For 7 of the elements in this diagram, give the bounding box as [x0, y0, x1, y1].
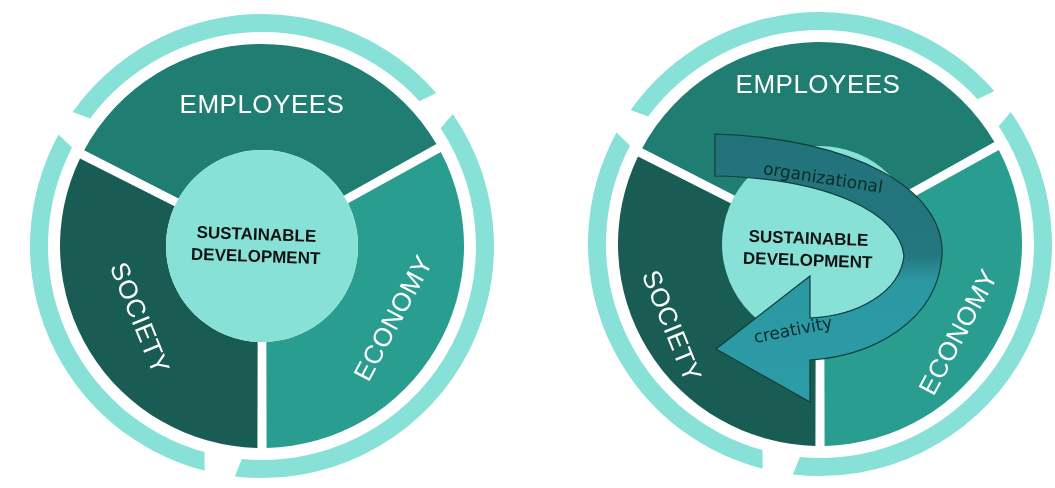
segment-label: EMPLOYEES	[735, 71, 901, 97]
segment-label: EMPLOYEES	[179, 91, 345, 117]
edge-label: organizational	[762, 160, 884, 196]
center-label: SUSTAINABLE DEVELOPMENT	[741, 225, 874, 275]
center-label: SUSTAINABLE DEVELOPMENT	[189, 221, 322, 271]
curved-arrow	[714, 133, 943, 403]
arrow-label: creativity	[752, 314, 834, 346]
